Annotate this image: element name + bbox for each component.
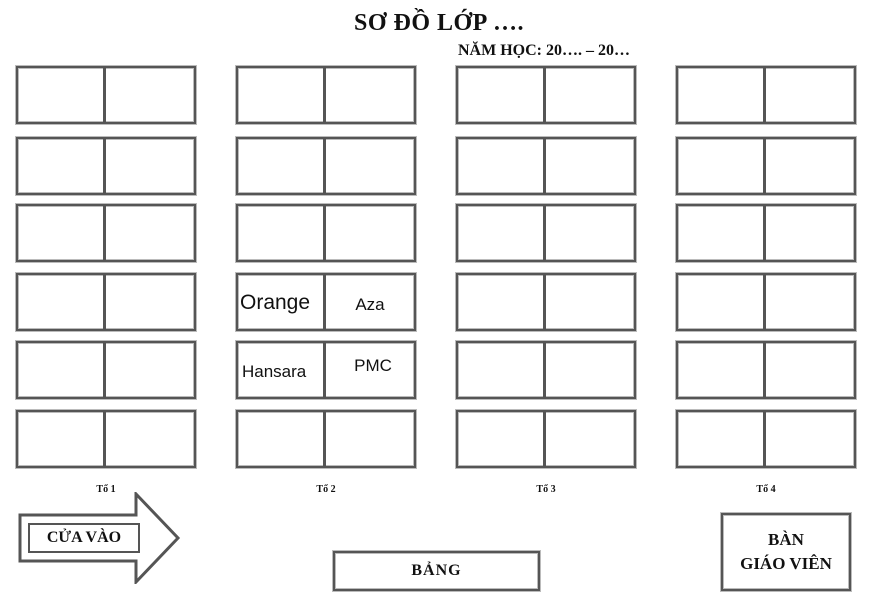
desk-seat-right — [766, 206, 854, 260]
desk — [236, 66, 416, 124]
desk-seat-right — [326, 68, 414, 122]
desk-seat-left — [458, 68, 546, 122]
desk-seat-right — [546, 275, 634, 329]
desk-seat-right — [766, 68, 854, 122]
desk-seat-left — [18, 206, 106, 260]
student-name: Aza — [355, 295, 385, 314]
desk-seat-left — [458, 343, 546, 397]
desk-seat-left — [18, 343, 106, 397]
desk — [236, 410, 416, 468]
desk-seat-left — [18, 275, 106, 329]
desk-seat-left — [238, 412, 326, 466]
desk-seat-right: Aza — [326, 275, 414, 329]
desk-seat-right — [106, 275, 194, 329]
desk — [16, 273, 196, 331]
desk-seat-left — [678, 343, 766, 397]
desk-seat-right — [326, 139, 414, 193]
desk-seat-left — [458, 412, 546, 466]
desk-seat-left — [458, 206, 546, 260]
desk-seat-right — [106, 206, 194, 260]
desk — [676, 137, 856, 195]
desk-seat-right — [766, 343, 854, 397]
desk-seat-left — [678, 206, 766, 260]
page-title: SƠ ĐỒ LỚP …. — [353, 10, 525, 36]
desk-seat-right — [546, 412, 634, 466]
desk-seat-right — [106, 412, 194, 466]
desk-seat-right: PMC — [326, 343, 414, 397]
desk-seat-left — [678, 275, 766, 329]
desk — [456, 204, 636, 262]
group-label: Tổ 4 — [756, 484, 776, 495]
desk-seat-left — [458, 275, 546, 329]
group-label: Tổ 1 — [96, 484, 116, 495]
desk-seat-right — [546, 139, 634, 193]
desk-seat-right — [766, 139, 854, 193]
desk-seat-left — [18, 139, 106, 193]
desk — [16, 66, 196, 124]
desk: Orange Aza — [236, 273, 416, 331]
desk-seat-left: Hansara — [238, 343, 326, 397]
desk-seat-left — [18, 68, 106, 122]
desk-seat-right — [546, 343, 634, 397]
school-year: NĂM HỌC: 20…. – 20… — [458, 42, 630, 59]
desk-seat-left — [238, 139, 326, 193]
desk — [456, 137, 636, 195]
door-label: CỬA VÀO — [28, 523, 140, 553]
desk — [236, 137, 416, 195]
desk — [676, 204, 856, 262]
desk — [676, 410, 856, 468]
desk — [676, 341, 856, 399]
desk-seat-right — [326, 206, 414, 260]
desk-seat-left — [678, 68, 766, 122]
teacher-desk: BÀN GIÁO VIÊN — [721, 513, 851, 591]
desk — [456, 410, 636, 468]
entrance-door: CỬA VÀO — [18, 492, 182, 584]
desk — [456, 273, 636, 331]
teacher-desk-line1: BÀN — [768, 530, 804, 549]
desk-seat-right — [106, 343, 194, 397]
desk — [236, 204, 416, 262]
desk-seat-right — [106, 68, 194, 122]
desk-seat-right — [106, 139, 194, 193]
desk-seat-right — [766, 275, 854, 329]
desk-seat-left — [678, 412, 766, 466]
desk-seat-right — [546, 68, 634, 122]
desk — [456, 341, 636, 399]
desk-seat-right — [546, 206, 634, 260]
student-name: Hansara — [242, 362, 307, 381]
desk — [676, 273, 856, 331]
desk-seat-left — [678, 139, 766, 193]
desk-seat-left — [238, 68, 326, 122]
teacher-desk-line2: GIÁO VIÊN — [740, 554, 832, 573]
desk — [16, 410, 196, 468]
desk — [676, 66, 856, 124]
blackboard: BẢNG — [333, 551, 540, 591]
desk — [16, 204, 196, 262]
group-label: Tổ 2 — [316, 484, 336, 495]
group-label: Tổ 3 — [536, 484, 556, 495]
desk-seat-right — [766, 412, 854, 466]
desk-seat-left — [238, 206, 326, 260]
desk — [456, 66, 636, 124]
desk — [16, 137, 196, 195]
desk-seat-left — [18, 412, 106, 466]
desk: Hansara PMC — [236, 341, 416, 399]
desk — [16, 341, 196, 399]
desk-seat-left — [458, 139, 546, 193]
desk-seat-right — [326, 412, 414, 466]
desk-seat-left: Orange — [238, 275, 326, 329]
student-name: Orange — [240, 291, 311, 314]
student-name: PMC — [354, 356, 392, 375]
